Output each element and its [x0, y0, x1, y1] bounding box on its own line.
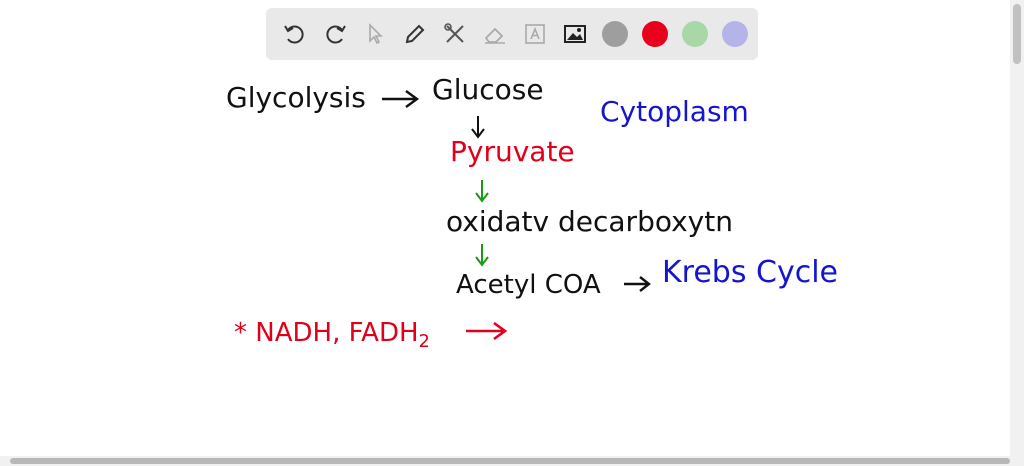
note-cytoplasm: Cytoplasm [600, 95, 749, 128]
gray-swatch [602, 21, 628, 47]
vertical-scrollbar[interactable] [1010, 0, 1024, 466]
note-glucose: Glucose [432, 73, 544, 106]
undo-icon[interactable] [275, 14, 315, 54]
purple-swatch [722, 21, 748, 47]
horizontal-scroll-thumb[interactable] [10, 458, 1010, 464]
arrow-right-3 [466, 321, 508, 341]
vertical-scroll-thumb[interactable] [1013, 4, 1021, 64]
arrow-right-2 [624, 276, 651, 292]
color-swatch-red[interactable] [635, 14, 675, 54]
select-pointer-icon[interactable] [355, 14, 395, 54]
arrow-down-3 [475, 244, 489, 267]
note-oxidative: oxidatv decarboxytn [446, 205, 733, 238]
arrow-down-2 [475, 180, 489, 203]
image-icon[interactable] [555, 14, 595, 54]
note-pyruvate: Pyruvate [450, 135, 575, 168]
pen-icon[interactable] [395, 14, 435, 54]
redo-icon[interactable] [315, 14, 355, 54]
note-acetyl: Acetyl COA [456, 270, 601, 300]
tools-icon[interactable] [435, 14, 475, 54]
arrow-right-1 [382, 90, 420, 108]
note-nadh-subscript: 2 [418, 331, 430, 353]
red-swatch [642, 21, 668, 47]
color-swatch-purple[interactable] [715, 14, 755, 54]
note-krebs: Krebs Cycle [662, 255, 839, 290]
color-swatch-gray[interactable] [595, 14, 635, 54]
horizontal-scrollbar[interactable] [0, 456, 1010, 466]
note-glycolysis: Glycolysis [226, 81, 366, 114]
eraser-icon[interactable] [475, 14, 515, 54]
text-icon[interactable] [515, 14, 555, 54]
arrow-down-1 [471, 116, 485, 139]
drawing-toolbar [266, 8, 758, 60]
green-swatch [682, 21, 708, 47]
note-nadh-text: * NADH, FADH [234, 318, 419, 348]
color-swatch-green[interactable] [675, 14, 715, 54]
note-nadh: * NADH, FADH2 [234, 320, 430, 351]
